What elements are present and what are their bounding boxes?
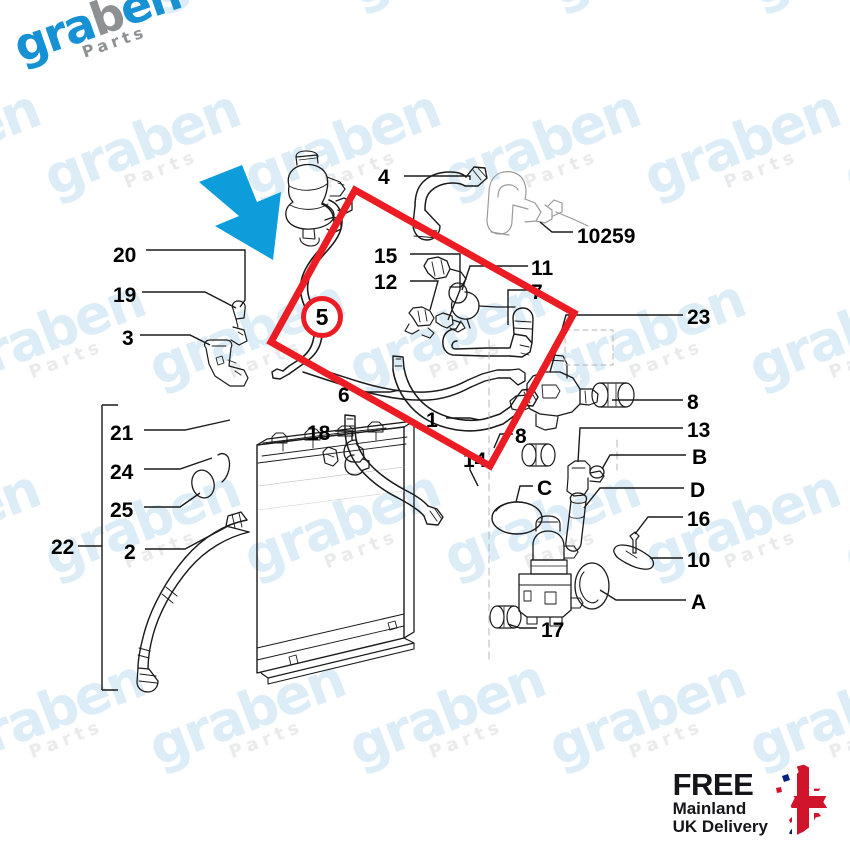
callout-label-8: 8: [515, 425, 527, 448]
delivery-line1: Mainland: [672, 799, 747, 819]
callout-label-d: D: [690, 479, 706, 502]
part-D-pipe: [565, 492, 588, 552]
callout-label-11: 11: [531, 257, 554, 280]
part-10259-assembly: [486, 171, 589, 236]
callout-label-18: 18: [307, 422, 331, 445]
part-17-sleeve: [489, 605, 522, 629]
uk-flag-map-icon: [776, 763, 829, 837]
callout-label-a: A: [691, 591, 707, 614]
callout-label-22: 22: [51, 536, 75, 559]
part-4-hose: [412, 166, 488, 241]
callout-label-6: 6: [338, 384, 350, 407]
part-A-seal-disc: [574, 562, 610, 610]
callout-label-1: 1: [426, 409, 438, 432]
part-10-clip: [613, 544, 655, 570]
part-18-clamps: [322, 439, 370, 476]
callout-label-15: 15: [374, 245, 398, 268]
blue-pointer-arrow: [199, 165, 281, 260]
callout-label-20: 20: [113, 244, 137, 267]
part-2-lower-hose: [136, 511, 250, 693]
part-1-upper-hose: [392, 355, 539, 432]
part-C-o-ring: [491, 501, 543, 535]
callout-label-19: 19: [113, 284, 137, 307]
callout-label-8: 8: [687, 391, 699, 414]
callout-label-17: 17: [541, 619, 565, 642]
part-24-25-seals: [191, 453, 231, 499]
callout-label-16: 16: [687, 508, 711, 531]
callout-label-c: C: [537, 477, 553, 500]
callout-label-7: 7: [531, 281, 543, 304]
part-6-long-pipe: [302, 363, 526, 401]
part-B-o-ring: [589, 465, 605, 479]
callout-label-10259: 10259: [577, 225, 636, 248]
callout-label-2: 2: [124, 541, 136, 564]
part-water-pump-assembly: [518, 515, 584, 627]
callout-label-21: 21: [110, 422, 134, 445]
free-delivery-badge: FREE Mainland UK Delivery: [673, 762, 836, 842]
callout-label-b: B: [692, 446, 708, 469]
part-3-bracket: [204, 326, 249, 387]
highlight-marker-5: 5: [301, 296, 343, 338]
callout-label-23: 23: [687, 306, 711, 329]
part-15-12-fittings: [404, 306, 466, 339]
part-20-clip: [231, 300, 246, 328]
delivery-line2: UK Delivery: [672, 816, 768, 836]
callout-label-10: 10: [687, 549, 711, 572]
callout-label-3: 3: [122, 327, 134, 350]
part-16-screw: [629, 531, 640, 554]
callout-label-4: 4: [378, 166, 390, 189]
part-radiator: [256, 420, 415, 685]
callout-label-12: 12: [374, 271, 398, 294]
callout-label-13: 13: [687, 419, 711, 442]
callout-label-14: 14: [463, 449, 487, 472]
callout-label-24: 24: [110, 461, 134, 484]
callout-label-25: 25: [110, 499, 134, 522]
part-8-right-sleeve: [591, 382, 635, 408]
delivery-free-text: FREE: [672, 766, 754, 802]
